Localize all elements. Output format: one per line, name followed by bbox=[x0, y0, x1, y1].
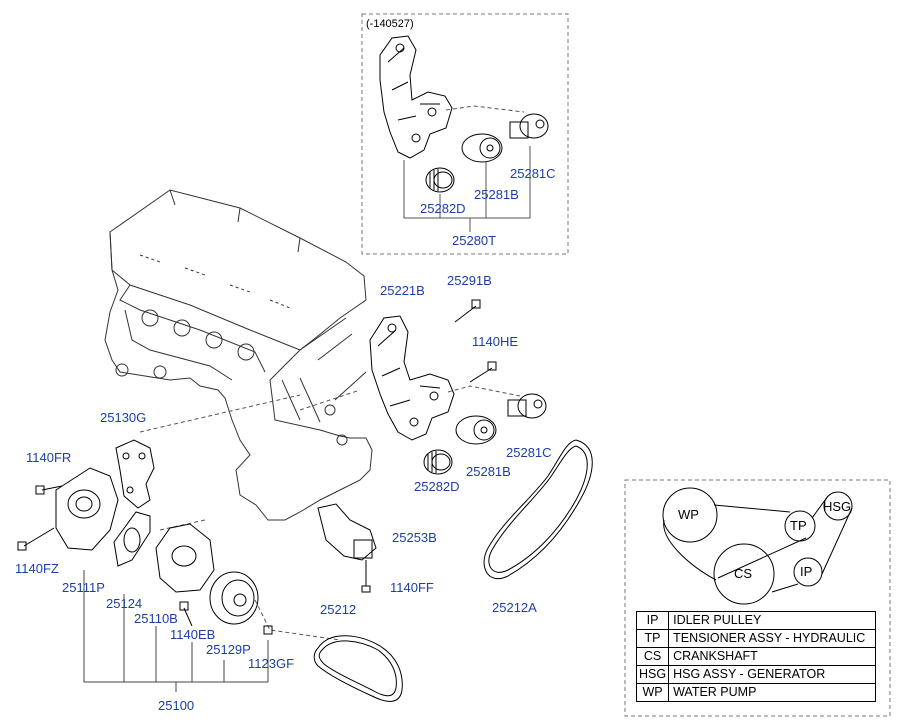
engine-block bbox=[104, 189, 373, 521]
bolt-1140fr bbox=[35, 485, 63, 495]
bolt-1140eb bbox=[179, 601, 193, 627]
part-label-25111p[interactable]: 25111P bbox=[62, 580, 105, 595]
water-pump-25110b bbox=[155, 523, 215, 593]
legend-row: WP WATER PUMP bbox=[635, 683, 877, 702]
legend-code: HSG bbox=[635, 665, 670, 684]
bracket-25221b bbox=[369, 315, 455, 441]
legend-code: CS bbox=[635, 647, 670, 666]
pulley-label-cs: CS bbox=[734, 566, 753, 581]
part-label-25124[interactable]: 25124 bbox=[106, 596, 143, 611]
part-label-1123gf[interactable]: 1123GF bbox=[248, 656, 295, 671]
bolt-1140fz bbox=[17, 527, 55, 551]
pulley-label-wp: WP bbox=[678, 507, 699, 522]
part-label-25212a[interactable]: 25212A bbox=[492, 600, 537, 615]
legend-row: TP TENSIONER ASSY - HYDRAULIC bbox=[635, 629, 877, 648]
tensioner-pulley-25281c-inset bbox=[509, 113, 549, 139]
belt-routing-schematic bbox=[662, 487, 853, 605]
part-label-1140fz[interactable]: 1140FZ bbox=[15, 561, 59, 576]
part-label-1140ff[interactable]: 1140FF bbox=[390, 580, 434, 595]
part-label-25129p[interactable]: 25129P bbox=[206, 642, 251, 657]
legend-desc: TENSIONER ASSY - HYDRAULIC bbox=[668, 629, 877, 648]
inset-box-pre-140527 bbox=[361, 13, 569, 255]
water-pump-housing-25111p bbox=[55, 467, 119, 551]
bolt-25291b bbox=[454, 299, 481, 323]
legend-code: WP bbox=[635, 683, 670, 702]
pulley-label-ip: IP bbox=[800, 564, 813, 579]
part-label-25281c[interactable]: 25281C bbox=[506, 445, 552, 460]
legend-desc: CRANKSHAFT bbox=[668, 647, 877, 666]
idler-pulley-25281b-inset bbox=[461, 133, 503, 163]
part-label-25212[interactable]: 25212 bbox=[320, 602, 357, 617]
bolt-1123gf bbox=[263, 625, 273, 635]
part-label-25280t[interactable]: 25280T bbox=[452, 233, 497, 248]
bolt-1140he bbox=[469, 361, 497, 383]
bracket-25253b bbox=[317, 503, 377, 593]
legend-code: IP bbox=[635, 611, 670, 630]
inset-leader-lines bbox=[403, 105, 531, 232]
part-label-1140fr[interactable]: 1140FR bbox=[26, 450, 72, 465]
part-label-25130g[interactable]: 25130G bbox=[100, 410, 147, 425]
legend-row: CS CRANKSHAFT bbox=[635, 647, 877, 666]
belt-routing-inset-box bbox=[624, 479, 891, 717]
part-label-25221b[interactable]: 25221B bbox=[380, 283, 425, 298]
belt-25212a bbox=[483, 439, 593, 580]
legend-desc: IDLER PULLEY bbox=[668, 611, 877, 630]
part-label-25282d-inset[interactable]: 25282D bbox=[420, 201, 466, 216]
part-label-1140he[interactable]: 1140HE bbox=[472, 334, 519, 349]
bracket-25221b-inset bbox=[379, 35, 453, 159]
part-label-25253b[interactable]: 25253B bbox=[392, 530, 437, 545]
grooved-pulley-25282d bbox=[423, 449, 453, 475]
gasket-25124 bbox=[113, 511, 151, 567]
part-label-25281b-inset[interactable]: 25281B bbox=[474, 187, 519, 202]
part-label-25110b[interactable]: 25110B bbox=[134, 611, 178, 626]
water-pump-pulley-25129p bbox=[209, 571, 259, 625]
idler-pulley-25281b bbox=[455, 415, 497, 445]
part-label-25282d[interactable]: 25282D bbox=[414, 479, 460, 494]
belt-25212 bbox=[313, 635, 403, 702]
part-label-25281c-inset[interactable]: 25281C bbox=[510, 166, 556, 181]
tensioner-pulley-25281c bbox=[507, 393, 547, 419]
part-label-1140eb[interactable]: 1140EB bbox=[170, 627, 216, 642]
legend-desc: WATER PUMP bbox=[668, 683, 877, 702]
pulley-label-tp: TP bbox=[790, 518, 807, 533]
leader-lines-25100 bbox=[83, 570, 269, 692]
legend-row: IP IDLER PULLEY bbox=[635, 611, 877, 630]
pulley-label-hsg: HSG bbox=[823, 499, 852, 514]
legend-row: HSG HSG ASSY - GENERATOR bbox=[635, 665, 877, 684]
part-label-25281b[interactable]: 25281B bbox=[466, 464, 511, 479]
grooved-pulley-25282d-inset bbox=[425, 167, 455, 193]
gasket-25130g bbox=[115, 439, 155, 509]
legend-desc: HSG ASSY - GENERATOR bbox=[668, 665, 877, 684]
inset-date-note: (-140527) bbox=[366, 18, 414, 30]
part-label-25291b[interactable]: 25291B bbox=[447, 273, 492, 288]
belt-legend-table: IP IDLER PULLEY TP TENSIONER ASSY - HYDR… bbox=[635, 611, 877, 702]
part-label-25100[interactable]: 25100 bbox=[158, 698, 195, 713]
legend-code: TP bbox=[635, 629, 670, 648]
